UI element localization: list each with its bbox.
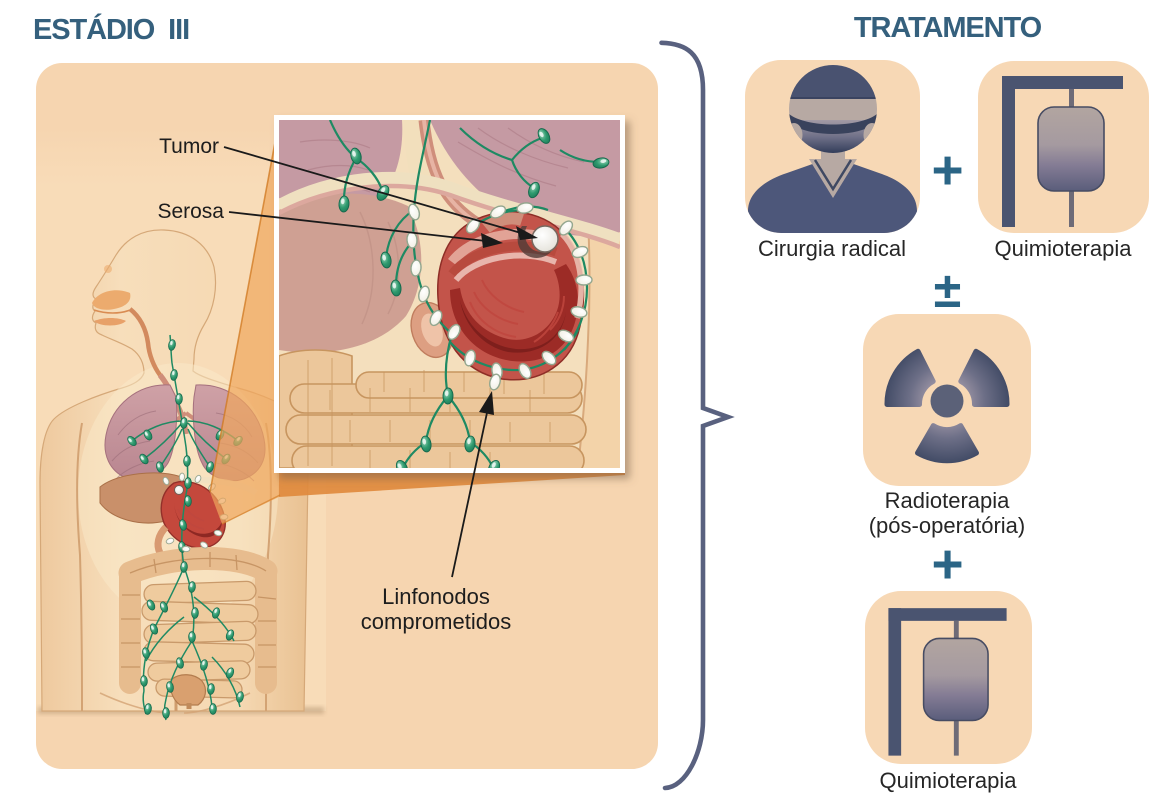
chemo-treatment-box-bottom bbox=[865, 591, 1032, 764]
plus-operator-bottom: + bbox=[931, 533, 964, 595]
tumor-label: Tumor bbox=[159, 135, 219, 158]
radiotherapy-label: Radioterapia (pós-operatória) bbox=[847, 488, 1047, 538]
zoom-inset bbox=[274, 115, 625, 473]
brace-icon bbox=[659, 40, 735, 791]
stage-title: ESTÁDIO III bbox=[33, 14, 190, 46]
tumor-arrow bbox=[223, 146, 538, 240]
surgeon-icon bbox=[748, 65, 917, 233]
plus-minus-operator: ± bbox=[933, 262, 962, 318]
iv-drip-icon bbox=[1002, 76, 1123, 227]
serosa-label: Serosa bbox=[157, 200, 224, 223]
radiotherapy-treatment-box bbox=[863, 314, 1031, 486]
radiotherapy-label-line2: (pós-operatória) bbox=[868, 513, 1026, 538]
lymph-nodes-label: Linfonodos comprometidos bbox=[360, 584, 512, 634]
lymph-arrow bbox=[451, 391, 494, 578]
chemo-treatment-box-top bbox=[978, 61, 1149, 233]
zoom-wedge bbox=[209, 120, 625, 525]
chemo-label-top: Quimioterapia bbox=[994, 236, 1132, 261]
plus-operator-top: + bbox=[931, 139, 964, 201]
surgery-label: Cirurgia radical bbox=[758, 236, 906, 261]
chemo-label-bottom: Quimioterapia bbox=[879, 768, 1017, 793]
radiotherapy-label-line1: Radioterapia bbox=[884, 488, 1010, 513]
surgery-treatment-box bbox=[745, 60, 920, 233]
serosa-arrow bbox=[228, 211, 503, 248]
radiation-icon bbox=[884, 348, 1010, 464]
iv-drip-icon bbox=[888, 608, 1007, 756]
treatment-title: TRATAMENTO bbox=[853, 12, 1042, 44]
annotation-arrows bbox=[223, 146, 538, 578]
body-figure bbox=[39, 229, 309, 721]
